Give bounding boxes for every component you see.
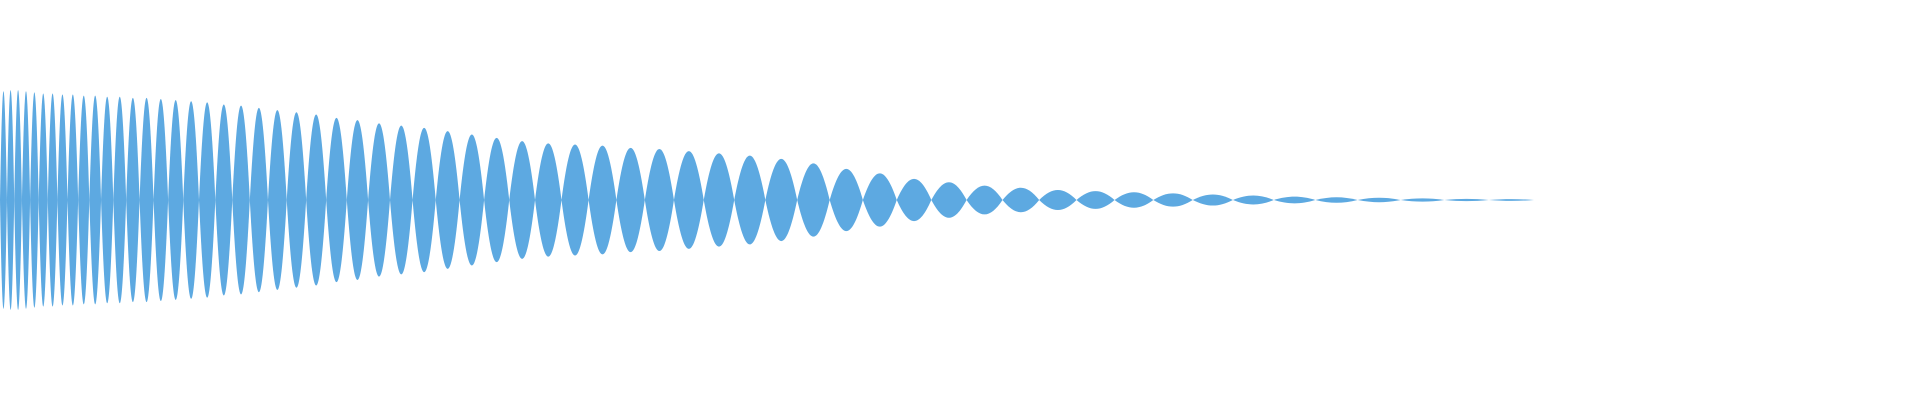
waveform-lobe: [306, 114, 327, 286]
waveform-lobe: [1357, 197, 1401, 203]
waveform-lobe: [1400, 198, 1445, 202]
waveform-lobe: [412, 127, 436, 273]
waveform-lobe: [561, 144, 589, 256]
waveform-lobe: [168, 100, 184, 300]
waveform-lobe: [286, 112, 307, 288]
waveform-lobe: [14, 90, 22, 310]
waveform-lobe: [459, 134, 485, 266]
waveform-lobe: [1002, 187, 1040, 213]
waveform-lobe: [931, 182, 967, 218]
waveform-lobe: [1444, 198, 1489, 202]
waveform-lobe: [1273, 196, 1316, 204]
waveform-lobe: [588, 145, 617, 255]
waveform-lobe: [232, 105, 250, 295]
waveform-lobe: [183, 101, 199, 299]
waveform-lobe: [829, 168, 863, 232]
waveform-lobe: [38, 93, 48, 307]
waveform-lobe: [1192, 194, 1233, 206]
waveform-lobe: [644, 148, 674, 252]
waveform-lobe: [1232, 195, 1274, 205]
waveform-lobe: [78, 95, 90, 305]
waveform-lobe: [57, 94, 68, 306]
waveform-lobe: [67, 94, 79, 306]
waveform-lobe: [797, 163, 830, 237]
waveform-lobe: [1114, 192, 1154, 208]
waveform-lobe: [101, 96, 114, 304]
waveform-lobe: [435, 131, 460, 269]
waveform-lobe: [89, 95, 102, 305]
waveform-lobe: [673, 151, 704, 249]
waveform-lobe: [249, 107, 268, 293]
waveform-lobe: [1039, 190, 1077, 210]
waveform-lobe: [346, 120, 369, 280]
waveform-lobes: [0, 90, 1534, 310]
waveform-lobe: [326, 117, 347, 283]
waveform-lobe: [484, 137, 510, 263]
waveform-lobe: [509, 141, 536, 259]
waveform-lobe: [389, 125, 413, 275]
waveform-lobe: [267, 110, 287, 290]
waveform-lobe: [198, 102, 216, 298]
waveform-lobe: [616, 147, 645, 253]
waveform-lobe: [896, 178, 932, 222]
waveform-lobe: [139, 97, 154, 303]
waveform-lobe: [1076, 191, 1115, 209]
waveform-lobe: [6, 90, 15, 310]
waveform-lobe: [862, 173, 897, 227]
waveform-lobe: [0, 91, 7, 309]
waveform-lobe: [1315, 197, 1358, 203]
waveform-lobe: [765, 158, 798, 242]
waveform-lobe: [1153, 193, 1193, 207]
waveform-lobe: [113, 96, 127, 304]
waveform-lobe: [47, 93, 58, 307]
waveform-lobe: [153, 98, 169, 302]
waveform-lobe: [215, 104, 233, 296]
waveform-lobe: [535, 143, 562, 257]
waveform-lobe: [368, 123, 390, 277]
waveform-lobe: [1488, 199, 1534, 201]
waveform-lobe: [703, 153, 735, 247]
waveform-lobe: [734, 155, 766, 245]
waveform-lobe: [30, 92, 39, 308]
waveform-lobe: [126, 97, 140, 303]
waveform-lobe: [21, 91, 31, 309]
waveform-lobe: [966, 185, 1003, 215]
